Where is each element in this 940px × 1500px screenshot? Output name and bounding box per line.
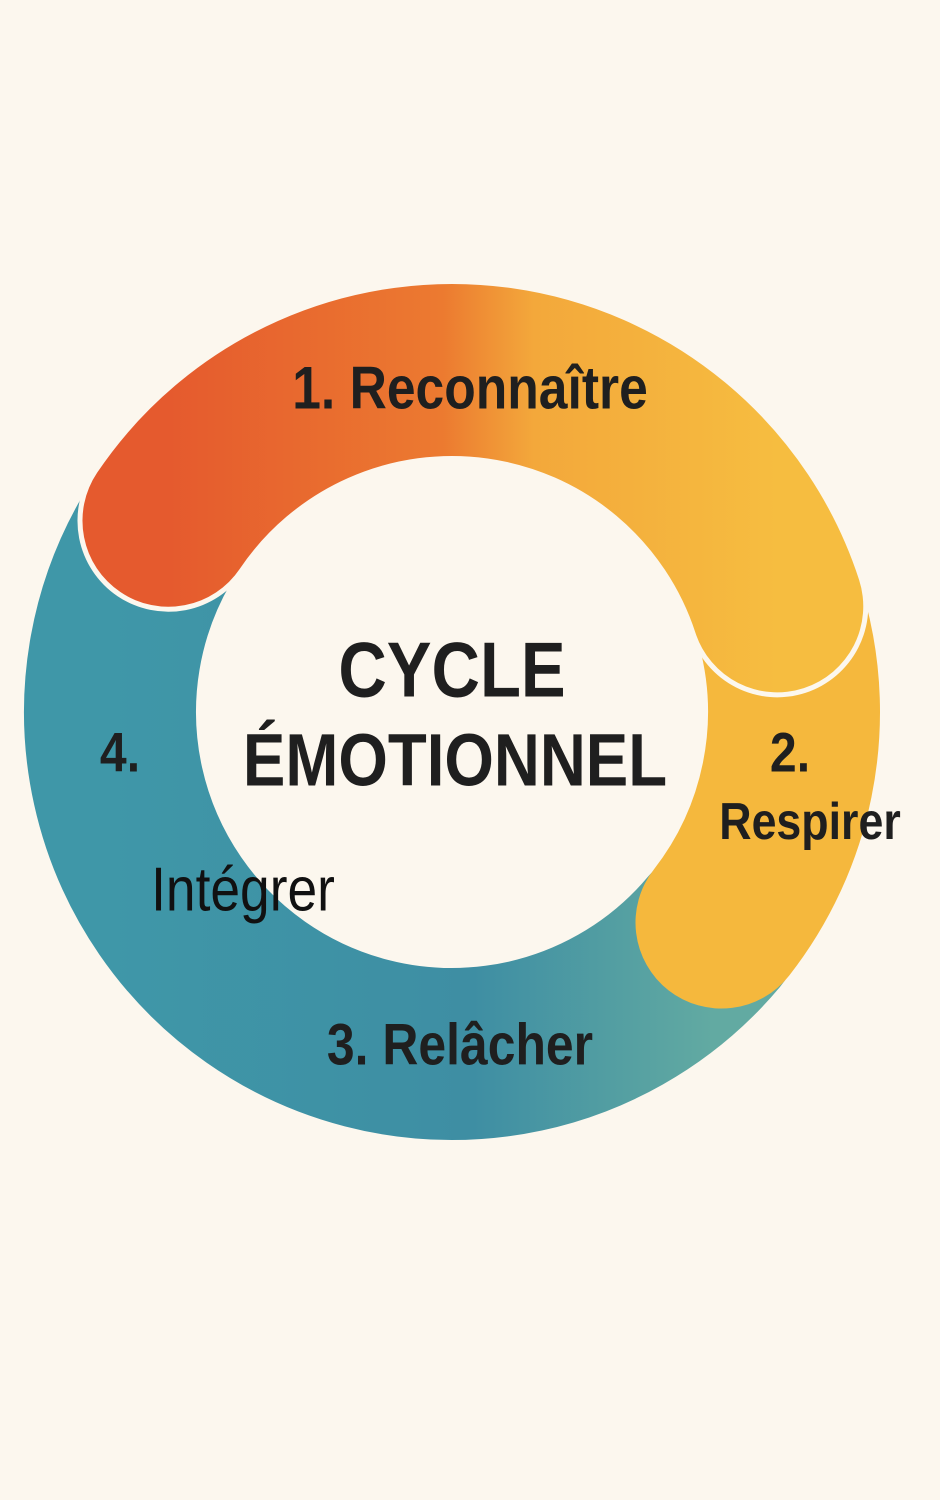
step-4-number: 4.: [99, 720, 141, 784]
step-2-label: Respirer: [719, 793, 901, 851]
segment-integrer-relacher: [24, 455, 800, 1140]
title-line-1: CYCLE: [338, 625, 566, 714]
step-3-label: 3. Relâcher: [326, 1012, 594, 1078]
center-disc: [197, 457, 707, 967]
title-line-2: ÉMOTIONNEL: [242, 718, 668, 802]
segment-reconnaitre: [82, 284, 864, 693]
step-2-number: 2.: [769, 720, 811, 784]
step-1-label: 1. Reconnaître: [292, 354, 648, 422]
step-4-label: Intégrer: [151, 855, 335, 925]
